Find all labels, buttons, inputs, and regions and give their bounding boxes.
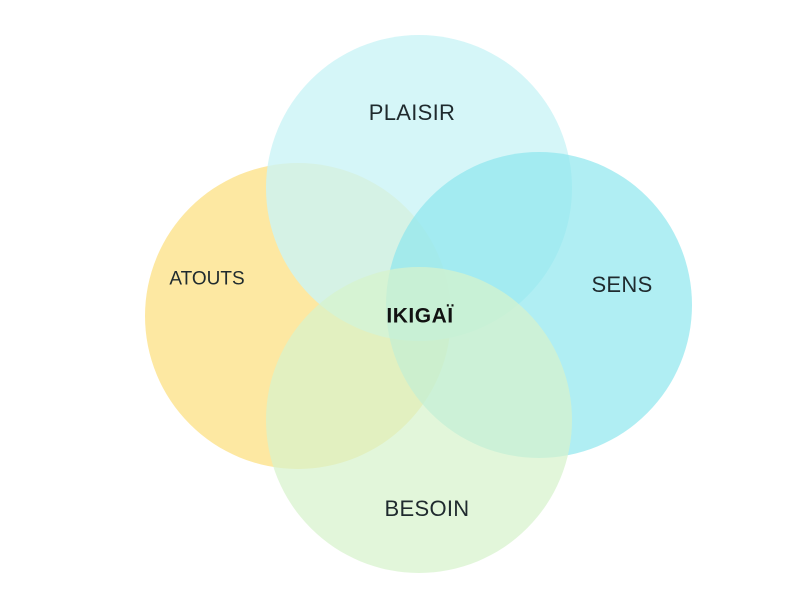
label-sens: SENS xyxy=(591,272,653,297)
circle-besoin xyxy=(266,267,572,573)
label-besoin: BESOIN xyxy=(384,496,470,521)
label-ikigai: IKIGAÏ xyxy=(386,304,454,328)
label-plaisir: PLAISIR xyxy=(368,100,456,125)
label-atouts: ATOUTS xyxy=(169,268,245,290)
